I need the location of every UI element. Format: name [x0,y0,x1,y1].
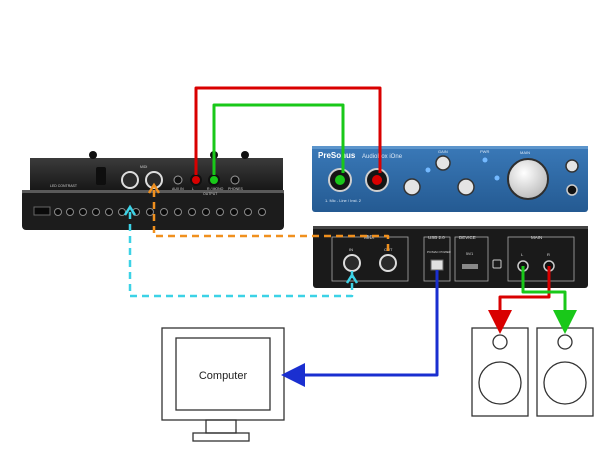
power-label: PWR [480,149,489,154]
audio-interface-front: PreSonus AudioBox iOne 1. Mic - Line / I… [312,146,588,212]
main-knob-label: MAIN [520,150,530,155]
mix-knob [457,178,475,196]
presonus-brand: PreSonus [318,151,356,160]
cable-audio-left-red [194,86,382,175]
midi-in-arrowhead [345,272,359,284]
lock-icon [492,259,502,269]
output-l-label: L [192,187,194,191]
device-sub-label: 5V/1 [466,252,473,256]
audiobox-model: AudioBox iOne [362,154,403,160]
main-l-label: L [521,252,524,257]
midi-section-label: MIDI [364,235,375,241]
speaker-left [471,327,529,417]
rear-midi-in-port [343,254,361,272]
drum-module: LED CONTRAST MIDI AUX IN L R / MONO PHON… [22,151,284,230]
rear-midi-out-port [379,254,397,272]
midi-out-arrowhead [147,182,161,194]
audio-interface-rear: MIDI IN OUT USB 2.0 PC/MAC POWER DEVICE … [313,226,588,288]
cables [128,86,577,387]
midi-out-port [121,171,139,189]
cable-usb-blue [281,270,439,387]
usb-b-port [430,259,444,271]
phones-knob [565,159,579,173]
phones-label: PHONES [228,187,243,191]
midi-label: MIDI [140,165,147,169]
output-r-label: R / MONO [207,187,224,191]
gain-knob-1 [403,178,421,196]
input-label: 1. Mic - Line / Inst. 2 [325,198,362,203]
gain-knob-2 [435,155,451,171]
computer: Computer [161,327,285,442]
headphone-jack [566,184,578,196]
cable-midi-out-orange [152,190,390,255]
main-volume-knob [507,158,549,200]
output-l-jack [190,174,202,186]
cable-audio-right-green [212,103,345,175]
cable-midi-in-cyan [128,212,354,298]
output-label: OUTPUT [203,192,218,196]
device-section-label: DEVICE [459,235,476,240]
midi-in-label: IN [349,247,353,252]
computer-label: Computer [199,370,248,382]
usb-sub-label: PC/MAC POWER [427,250,452,254]
main-section-label: MAIN [531,235,542,240]
cable-monitor-left-red [488,266,551,334]
speaker-right [536,327,594,417]
drum-midi-out-arrowhead [123,204,137,216]
trigger-inputs-row [54,208,266,216]
output-r-jack [208,174,220,186]
aux-in-label: AUX IN [172,187,184,191]
gain-label: GAIN [438,149,448,154]
cable-monitor-right-green [521,266,577,334]
midi-in-port [145,171,163,189]
usb-section-label: USB 2.0 [428,235,445,240]
main-r-label: R [547,252,550,257]
led-contrast-label: LED CONTRAST [50,184,78,188]
device-usb-a-port [462,264,478,269]
